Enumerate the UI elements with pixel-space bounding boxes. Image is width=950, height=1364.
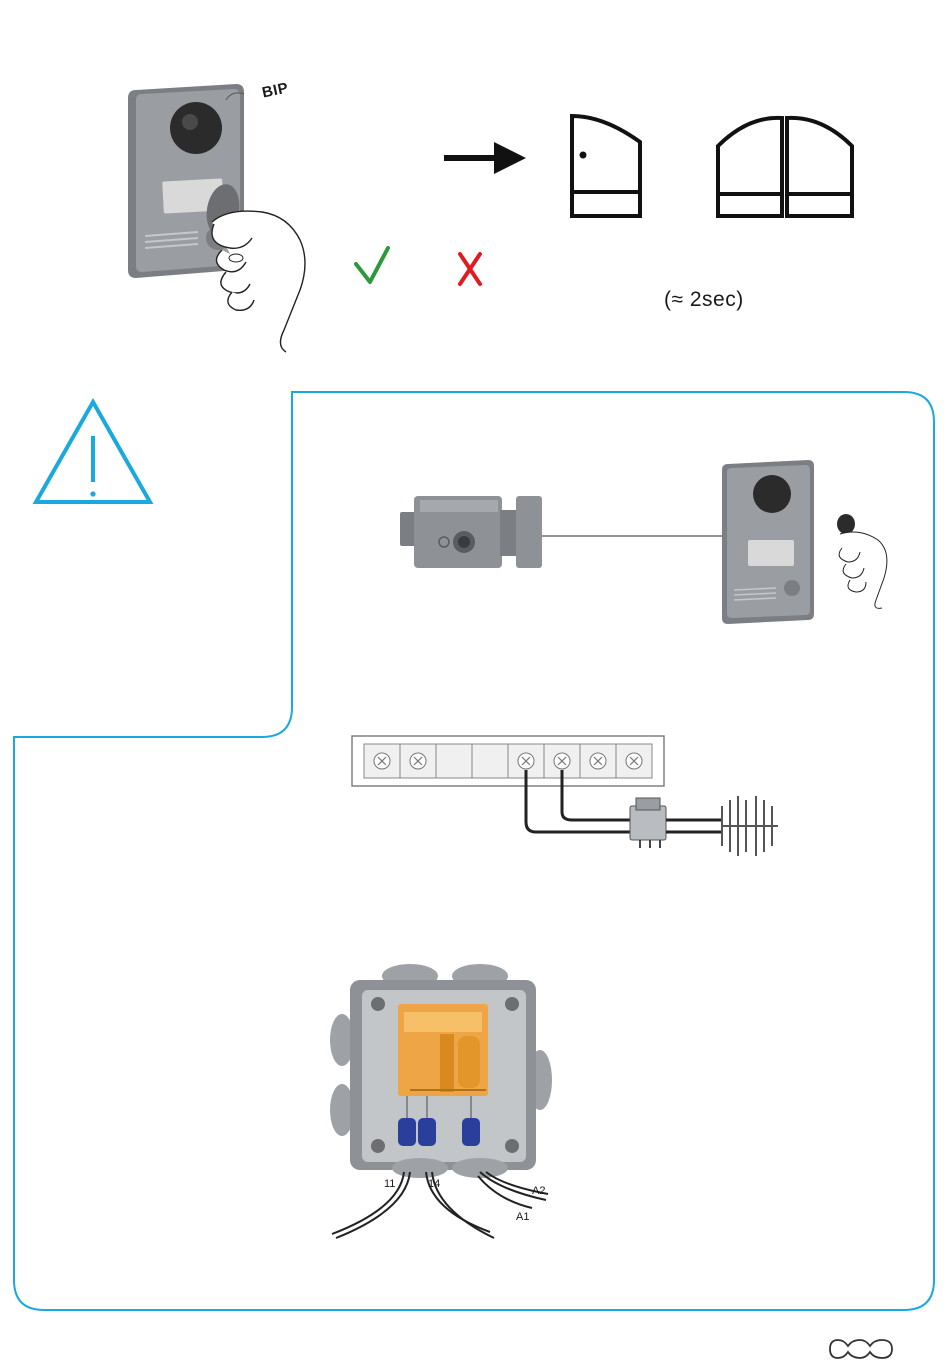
double-gate-icon bbox=[718, 118, 852, 216]
brand-logo-icon bbox=[826, 1334, 896, 1364]
terminal-11-label: 11 bbox=[384, 1178, 395, 1190]
electric-lock-icon bbox=[400, 496, 542, 568]
cross-icon bbox=[460, 254, 480, 284]
check-icon bbox=[356, 248, 388, 282]
intercom-panel-icon bbox=[128, 84, 244, 278]
terminal-block-illustration bbox=[340, 730, 800, 870]
single-gate-icon bbox=[572, 116, 640, 216]
arrow-right-icon bbox=[444, 142, 526, 174]
intercom-panel-small-icon bbox=[722, 460, 814, 624]
duration-label: (≈ 2sec) bbox=[664, 288, 744, 312]
top-illustration bbox=[0, 0, 950, 370]
terminal-a2-label: A2 bbox=[532, 1185, 545, 1197]
hand-with-badge-small-icon bbox=[837, 514, 887, 608]
warning-triangle-icon bbox=[30, 396, 156, 510]
gate-motor-icon bbox=[722, 796, 778, 856]
terminal-a1-label: A1 bbox=[516, 1211, 529, 1223]
relay-small-icon bbox=[630, 798, 666, 848]
terminal-14-label: 14 bbox=[428, 1178, 440, 1190]
lock-wiring-illustration bbox=[380, 450, 900, 630]
relay-box-illustration bbox=[325, 960, 565, 1240]
relay-icon bbox=[398, 1004, 488, 1096]
